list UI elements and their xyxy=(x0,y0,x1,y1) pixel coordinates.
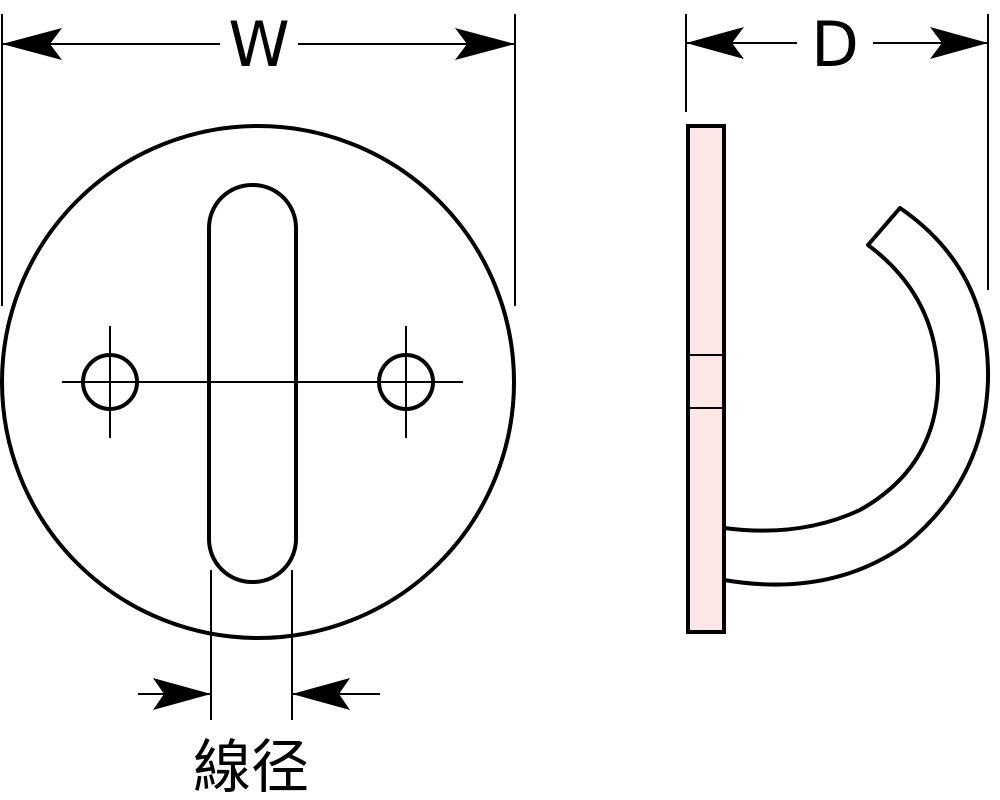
depth-dimension: D xyxy=(685,8,989,290)
depth-arrow-left xyxy=(686,27,744,59)
plate-side xyxy=(686,124,726,634)
depth-arrow-right xyxy=(930,27,988,59)
width-label: W xyxy=(228,8,289,81)
wire-diameter-dimension: 線径 xyxy=(138,570,380,800)
depth-label: D xyxy=(811,8,859,81)
wire-diameter-label: 線径 xyxy=(193,733,309,800)
hook-profile xyxy=(722,206,991,587)
side-view xyxy=(686,124,991,634)
front-view xyxy=(0,124,516,640)
wire-arrow-right xyxy=(292,678,350,710)
hook-slot xyxy=(207,183,298,584)
wire-arrow-left xyxy=(153,678,211,710)
width-arrow-left xyxy=(2,28,62,60)
width-dimension: W xyxy=(1,8,516,306)
width-arrow-right xyxy=(455,28,515,60)
